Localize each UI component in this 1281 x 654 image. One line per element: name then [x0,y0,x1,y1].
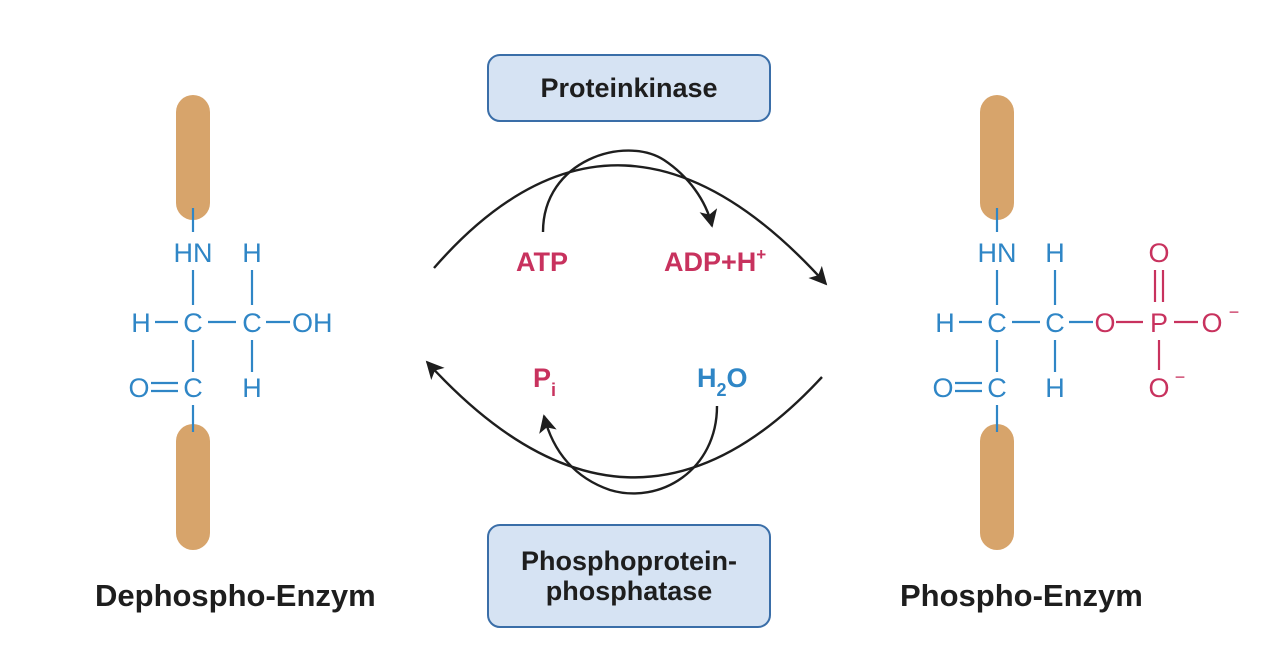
right-c3: C [987,373,1007,403]
left-hn: HN [174,238,213,268]
right-c1: C [987,308,1007,338]
h2o-to-pi-arrow [539,405,719,495]
proteinkinase-box: Proteinkinase [487,54,771,122]
right-p: P [1150,308,1168,338]
left-enzyme: HN H H C C OH O C H [128,95,333,550]
phosphatase-label-line2: phosphatase [545,576,713,606]
left-bonds [151,208,290,432]
right-enzyme: HN H H C C O C H O P O − O O − [932,95,1239,550]
left-h-left: H [131,308,151,338]
right-hn: HN [978,238,1017,268]
atp-to-adp-arrow [541,149,718,233]
pi-label: Pi [533,363,556,400]
phosphatase-box: Phosphoprotein- phosphatase [487,524,771,628]
h2o-label: H2O [697,363,748,400]
right-o-top: O [1148,238,1169,268]
right-minus-right: − [1229,302,1240,322]
right-minus-bottom: − [1175,367,1186,387]
left-enzyme-bar-bottom [176,424,210,550]
right-o-link: O [1094,308,1115,338]
left-oh: OH [292,308,333,338]
pi-subscript: i [551,380,557,400]
left-atoms: HN H H C C OH O C H [128,238,332,403]
right-c2: C [1045,308,1065,338]
right-bonds-magenta [1116,270,1198,370]
left-c1: C [183,308,203,338]
h2o-subscript: 2 [716,380,727,400]
right-h-top: H [1045,238,1065,268]
left-c3: C [183,373,203,403]
adp-label: ADP+H+ [664,245,767,278]
right-o-minus-right: O [1201,308,1222,338]
h2o-o: O [726,363,748,393]
phosphatase-label-line1: Phosphoprotein- [521,545,737,576]
pi-main: P [533,363,552,393]
right-enzyme-bar-top [980,95,1014,220]
forward-arrow [433,164,828,286]
left-c2: C [242,308,262,338]
dephospho-enzyme-caption: Dephospho-Enzym [95,578,376,613]
right-h-left: H [935,308,955,338]
backward-arrow [425,360,823,479]
right-atoms-blue: HN H H C C O C H [932,238,1064,403]
right-enzyme-bar-bottom [980,424,1014,550]
h2o-h: H [697,363,717,393]
left-enzyme-bar-top [176,95,210,220]
right-atoms-magenta: O P O − O O − [1094,238,1239,403]
adp-text: ADP+H [664,247,757,277]
right-h-bottom: H [1045,373,1065,403]
left-o: O [128,373,149,403]
atp-label: ATP [516,247,568,277]
right-o: O [932,373,953,403]
reaction-cycle [425,149,828,495]
proteinkinase-label: Proteinkinase [540,72,718,103]
left-h-bottom: H [242,373,262,403]
right-o-minus-bottom: O [1148,373,1169,403]
phospho-enzyme-caption: Phospho-Enzym [900,578,1143,613]
right-bonds-blue [955,208,1093,432]
adp-charge: + [756,245,767,264]
left-h-top: H [242,238,262,268]
